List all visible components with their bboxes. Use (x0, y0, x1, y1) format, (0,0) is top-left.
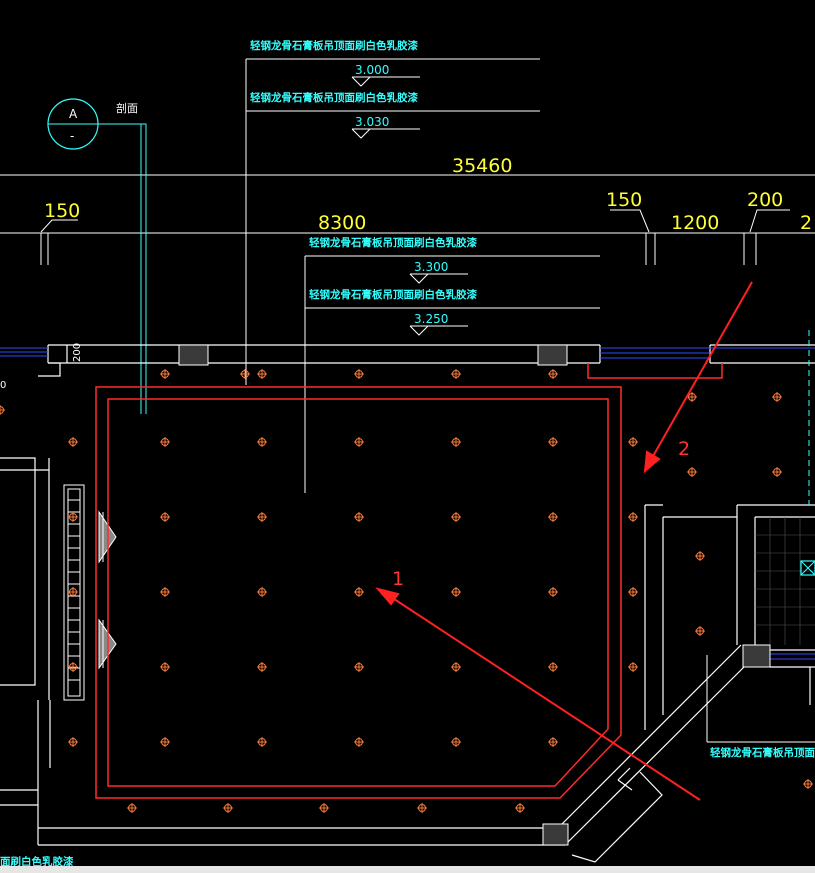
downlight-marker (257, 662, 267, 672)
downlight-marker (548, 369, 558, 379)
downlight-marker (451, 662, 461, 672)
downlight-marker (451, 437, 461, 447)
downlight-marker (803, 779, 813, 789)
downlight-marker (240, 369, 250, 379)
top-elev-2: 3.030 (355, 115, 389, 129)
tile-grid (755, 517, 815, 645)
middle-elev-1: 3.300 (414, 260, 448, 274)
floor-drain (800, 560, 815, 576)
downlight-marker (223, 803, 233, 813)
downlight-marker (687, 392, 697, 402)
top-note-1: 轻钢龙骨石膏板吊顶面刷白色乳胶漆 (250, 39, 418, 52)
top-elev-1: 3.000 (355, 63, 389, 77)
downlight-marker (354, 737, 364, 747)
downlight-marker (628, 437, 638, 447)
right-note: 轻钢龙骨石膏板吊顶面刷白色乳胶 (710, 746, 815, 759)
downlight-marker (451, 512, 461, 522)
downlight-marker (160, 737, 170, 747)
section-letter: A (69, 107, 78, 121)
top-note-2: 轻钢龙骨石膏板吊顶面刷白色乳胶漆 (250, 91, 418, 104)
downlight-marker (257, 737, 267, 747)
downlight-marker (354, 512, 364, 522)
downlight-marker (548, 662, 558, 672)
downlight-marker (515, 803, 525, 813)
downlight-marker (548, 512, 558, 522)
downlight-marker (68, 737, 78, 747)
downlight-marker (548, 437, 558, 447)
annotation-arrow-2 (643, 281, 753, 474)
downlight-marker (451, 737, 461, 747)
dim-right-a: 150 (606, 189, 642, 211)
downlight-marker (257, 512, 267, 522)
downlight-marker (160, 587, 170, 597)
walls (0, 344, 815, 863)
downlight-marker (548, 737, 558, 747)
downlight-marker (257, 437, 267, 447)
annotation-label-2: 2 (678, 438, 690, 460)
downlight-marker (417, 803, 427, 813)
downlight-marker (548, 587, 558, 597)
downlight-marker (160, 662, 170, 672)
section-marker: A - 剖面 (47, 98, 147, 414)
light-markers (0, 369, 813, 813)
dim-left: 150 (44, 200, 80, 222)
downlight-marker (451, 587, 461, 597)
middle-elev-2: 3.250 (414, 312, 448, 326)
downlight-marker (628, 662, 638, 672)
downlight-marker (160, 369, 170, 379)
annotation-label-1: 1 (392, 568, 404, 590)
downlight-marker (68, 662, 78, 672)
downlight-marker (319, 803, 329, 813)
top-note-leader (245, 58, 540, 385)
downlight-marker (354, 437, 364, 447)
downlight-marker (354, 662, 364, 672)
ceiling-outline (95, 363, 723, 799)
dim-right-d: 2 (800, 212, 812, 234)
dimension-lines (0, 174, 815, 265)
footer-strip (0, 866, 815, 873)
section-label: 剖面 (116, 101, 138, 115)
downlight-marker (628, 512, 638, 522)
downlight-marker (0, 405, 5, 415)
downlight-marker (687, 467, 697, 477)
section-sub: - (70, 129, 74, 143)
downlight-marker (68, 437, 78, 447)
downlight-marker (127, 803, 137, 813)
downlight-marker (772, 467, 782, 477)
dim-room: 8300 (318, 212, 366, 234)
window-lines (0, 347, 815, 660)
downlight-marker (772, 392, 782, 402)
dim-overall: 35460 (452, 155, 512, 177)
downlight-marker (451, 369, 461, 379)
dim-right-b: 1200 (671, 212, 719, 234)
downlight-marker (257, 587, 267, 597)
downlight-marker (160, 437, 170, 447)
columns (178, 344, 771, 846)
dim-wall-small: 0 (0, 380, 6, 391)
downlight-marker (68, 587, 78, 597)
downlight-marker (160, 512, 170, 522)
middle-note-leader (304, 255, 600, 493)
downlight-marker (68, 512, 78, 522)
downlight-marker (695, 626, 705, 636)
annotation-arrow-1 (375, 587, 701, 801)
middle-note-2: 轻钢龙骨石膏板吊顶面刷白色乳胶漆 (309, 288, 477, 301)
dim-right-c: 200 (747, 189, 783, 211)
downlight-marker (695, 551, 705, 561)
downlight-marker (354, 369, 364, 379)
downlight-marker (354, 587, 364, 597)
downlight-marker (257, 369, 267, 379)
middle-note-1: 轻钢龙骨石膏板吊顶面刷白色乳胶漆 (309, 236, 477, 249)
bottom-left-note: 面刷白色乳胶漆 (0, 855, 74, 868)
downlight-marker (628, 587, 638, 597)
dim-wall-vertical: 200 (72, 343, 83, 362)
